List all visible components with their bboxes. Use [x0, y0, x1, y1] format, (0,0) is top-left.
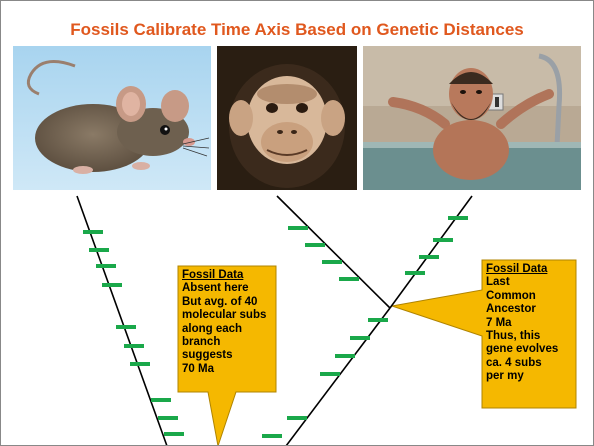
right-callout-line: Thus, this [486, 330, 541, 343]
left-callout-line: But avg. of 40 [182, 295, 258, 308]
right-callout-line: gene evolves [486, 343, 559, 356]
human-branch [389, 195, 473, 309]
left-callout-header: Fossil Data [182, 269, 244, 281]
left-callout-line: molecular subs [182, 309, 267, 322]
mouse-photo [13, 46, 211, 190]
chimpanzee-photo [217, 46, 357, 190]
right-callout-text: Fossil Data Last Common Ancestor 7 Ma Th… [486, 263, 574, 384]
left-callout-text: Fossil Data Absent here But avg. of 40 m… [182, 269, 274, 376]
substitution-ticks [83, 216, 468, 438]
left-callout-box [177, 265, 277, 446]
left-callout-line: Absent here [182, 282, 249, 295]
right-callout-box [391, 259, 577, 409]
right-callout-line: 7 Ma [486, 316, 512, 329]
right-callout-header: Fossil Data [486, 263, 548, 275]
primate-stem-branch [285, 307, 391, 446]
right-callout-line: Ancestor [486, 303, 536, 316]
human-photo [363, 46, 581, 190]
right-callout-line: per my [486, 370, 524, 383]
left-callout-line: suggests [182, 349, 233, 362]
right-callout-line: ca. 4 subs [486, 356, 542, 369]
right-callout-line: Common [486, 289, 536, 302]
chimpanzee-branch [276, 195, 391, 309]
mouse-branch [76, 195, 168, 446]
right-callout-line: Last [486, 276, 510, 289]
left-callout-line: along each branch [182, 322, 243, 349]
left-callout-line: 70 Ma [182, 362, 214, 375]
slide-title: Fossils Calibrate Time Axis Based on Gen… [70, 20, 524, 39]
